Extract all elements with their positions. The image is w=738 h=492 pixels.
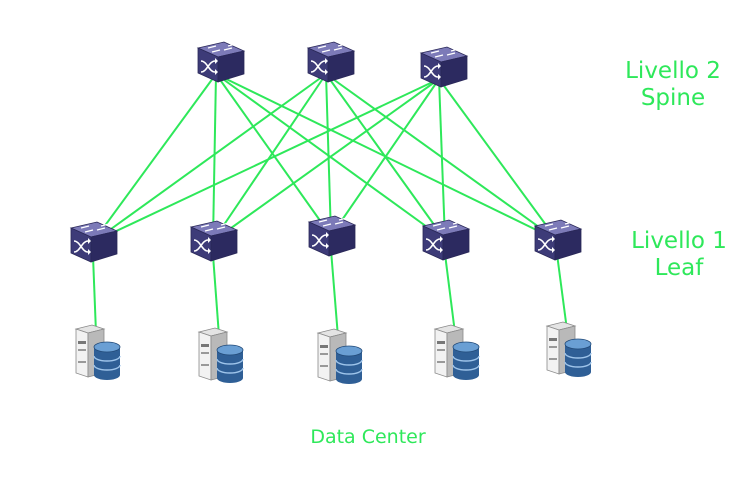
leaf-layer-label: Livello 1 Leaf [618,228,738,282]
link-spine2-leaf1 [92,73,327,243]
link-spine1-leaf3 [215,73,332,237]
leaf-label-line1: Livello 1 [631,228,727,254]
link-spine1-leaf2 [212,73,217,242]
leaf-switch-3-network-switch-icon [308,215,356,257]
server-2-database-server-icon [198,327,244,384]
spine-switch-1-network-switch-icon [197,41,245,83]
spine-switch-3-network-switch-icon [420,46,468,88]
leaf-switch-1-network-switch-icon [70,221,118,263]
leaf-switch-4-network-switch-icon [422,219,470,261]
server-3-database-server-icon [317,328,363,385]
spine-label-line1: Livello 2 [625,58,721,84]
link-leaf5-server5 [556,253,568,331]
link-spine3-leaf2 [212,78,440,242]
link-spine3-leaf4 [438,78,446,241]
leaf-switch-5-network-switch-icon [534,219,582,261]
link-spine2-leaf3 [325,73,332,237]
data-center-caption: Data Center [310,426,426,448]
link-leaf2-server2 [212,254,220,337]
link-leaf3-server3 [330,249,339,338]
link-leaf1-server1 [92,255,97,334]
server-5-database-server-icon [546,321,592,378]
link-spine1-leaf1 [92,73,217,243]
server-1-database-server-icon [75,324,121,381]
links-layer [92,73,568,338]
spine-label-line2: Spine [640,85,706,112]
link-spine3-leaf1 [92,78,440,243]
server-4-database-server-icon [434,324,480,381]
link-leaf4-server4 [444,253,456,334]
spine-switch-2-network-switch-icon [307,41,355,83]
spine-layer-label: Livello 2 Spine [612,58,734,112]
link-spine3-leaf3 [330,78,440,237]
link-spine3-leaf5 [438,78,558,241]
leaf-label-line2: Leaf [654,255,704,282]
leaf-switch-2-network-switch-icon [190,220,238,262]
link-spine2-leaf2 [212,73,327,242]
